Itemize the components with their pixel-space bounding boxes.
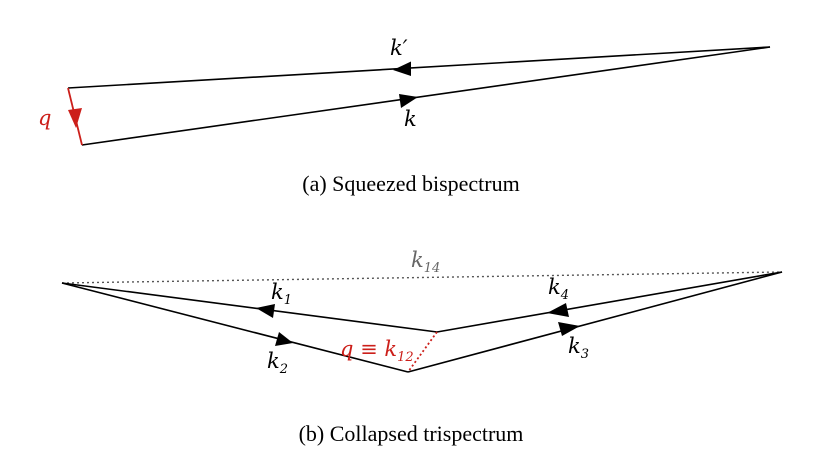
k-prime-line [67,46,771,89]
label-q: q [38,106,51,130]
k-prime-arrow [393,61,411,76]
k2-line [61,282,409,373]
q-arrow [68,108,82,128]
label-k3: k3 [568,334,589,362]
label-k4: k4 [548,275,569,303]
label-k1: k1 [271,280,292,308]
label-k14: k14 [411,248,440,276]
label-k-prime: k′ [390,36,408,60]
k3-arrow [558,322,580,336]
caption-a: (a) Squeezed bispectrum [302,171,519,196]
label-q-equiv-k12: q ≡ k12 [340,337,414,365]
label-k2: k2 [267,349,288,377]
k3-line [407,271,783,373]
panel-a-squeezed-bispectrum: k′ k q (a) Squeezed bispectrum [38,36,771,196]
k14-line [61,271,783,284]
label-k: k [404,107,417,131]
k-line [81,46,771,146]
q-k12-line [407,331,438,373]
caption-b: (b) Collapsed trispectrum [299,421,524,446]
k4-line [436,271,783,333]
k2-arrow [275,332,293,346]
k4-arrow [547,303,569,317]
k1-arrow [256,304,275,318]
panel-b-collapsed-trispectrum: k14 k1 k2 k3 k4 q ≡ k12 (b) Collapsed tr… [61,248,783,446]
k1-line [61,282,438,333]
k-arrow [399,94,418,108]
